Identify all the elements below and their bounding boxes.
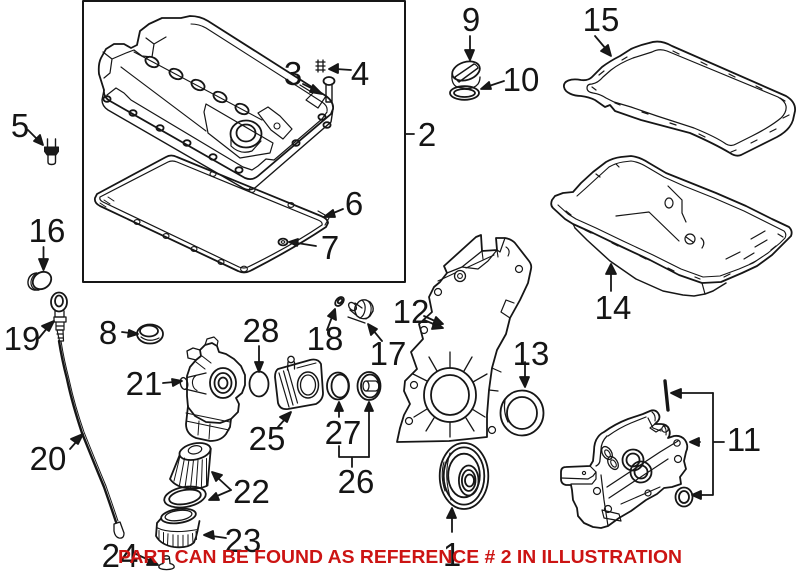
svg-text:7: 7 xyxy=(321,229,339,266)
svg-text:18: 18 xyxy=(307,320,344,357)
svg-text:9: 9 xyxy=(462,1,480,38)
svg-text:17: 17 xyxy=(370,335,407,372)
svg-text:15: 15 xyxy=(583,1,620,38)
svg-text:5: 5 xyxy=(11,107,29,144)
svg-text:24: 24 xyxy=(102,537,139,572)
svg-text:16: 16 xyxy=(29,212,66,249)
svg-text:14: 14 xyxy=(595,289,632,326)
svg-text:2: 2 xyxy=(418,116,436,153)
svg-text:4: 4 xyxy=(351,55,369,92)
svg-text:19: 19 xyxy=(4,320,41,357)
svg-text:6: 6 xyxy=(345,185,363,222)
svg-text:21: 21 xyxy=(126,365,163,402)
svg-text:12: 12 xyxy=(393,293,430,330)
svg-text:PART CAN BE FOUND AS REFERENCE: PART CAN BE FOUND AS REFERENCE # 2 IN IL… xyxy=(118,547,682,567)
svg-text:20: 20 xyxy=(30,440,67,477)
svg-text:28: 28 xyxy=(243,312,280,349)
svg-text:10: 10 xyxy=(503,61,540,98)
svg-text:23: 23 xyxy=(225,522,262,559)
svg-text:1: 1 xyxy=(443,536,461,572)
svg-text:27: 27 xyxy=(325,414,362,451)
svg-text:26: 26 xyxy=(338,463,375,500)
svg-text:22: 22 xyxy=(233,473,270,510)
svg-text:3: 3 xyxy=(284,55,302,92)
svg-text:13: 13 xyxy=(513,335,550,372)
svg-text:8: 8 xyxy=(99,314,117,351)
svg-text:11: 11 xyxy=(727,421,761,458)
svg-text:25: 25 xyxy=(249,420,286,457)
